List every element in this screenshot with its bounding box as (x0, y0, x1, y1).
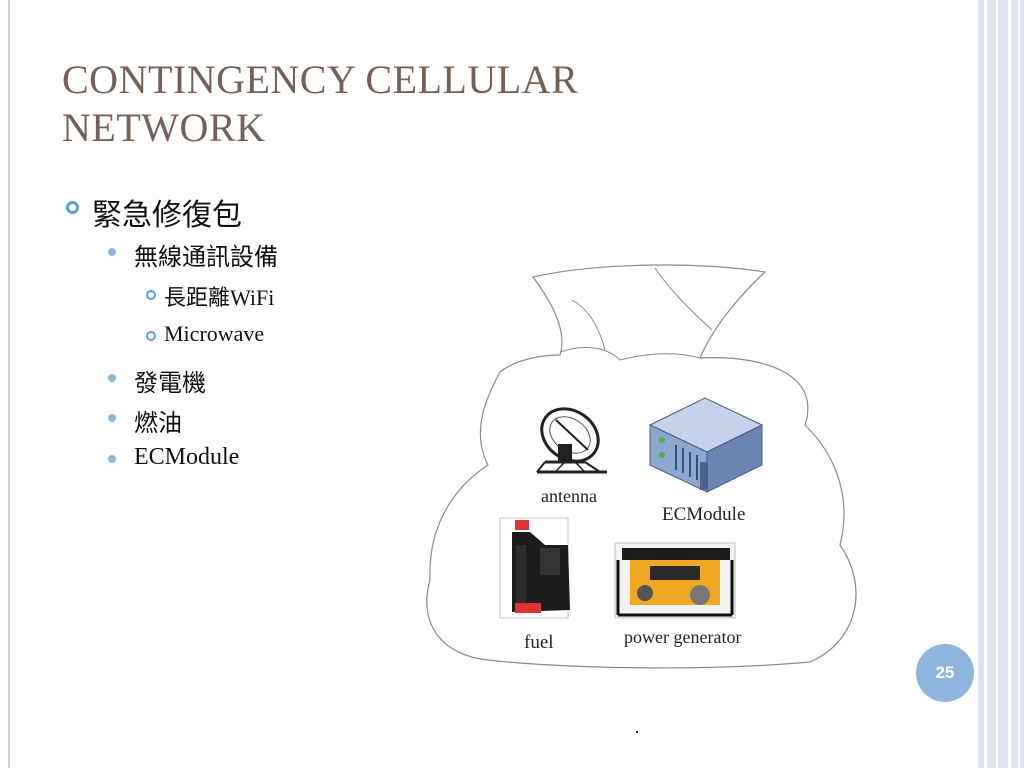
generator-icon (614, 542, 736, 619)
bullet-text: 無線通訊設備 (134, 245, 278, 271)
page-number: 25 (935, 663, 955, 682)
bullet-text: 緊急修復包 (92, 199, 242, 232)
satellite-dish-icon (536, 407, 607, 474)
generator-label: power generator (624, 627, 741, 647)
bullet-text: 燃油 (134, 411, 182, 437)
bag-fold (619, 353, 701, 361)
stray-dot (636, 731, 638, 733)
bullet-level2: 燃油 (134, 403, 182, 438)
fuel-jug-icon (499, 517, 570, 619)
server-rack-icon (648, 397, 764, 493)
ecmodule-label: ECModule (662, 504, 745, 525)
antenna-label: antenna (541, 486, 597, 506)
bullet-level1: 緊急修復包 (92, 190, 242, 234)
bullet-dot-icon (108, 374, 116, 382)
page-number-badge: 25 (916, 644, 974, 702)
bullet-text: ECModule (134, 444, 240, 470)
bullet-ring-icon (66, 201, 79, 214)
bullet-level2: ECModule (134, 444, 239, 471)
bullet-level3: 長距離WiFi (164, 280, 274, 312)
bullet-text: 長距離WiFi (164, 285, 275, 310)
slide-title: CONTINGENCY CELLULAR NETWORK (62, 56, 942, 152)
title-line-1: CONTINGENCY CELLULAR (62, 57, 579, 102)
bullet-ring-icon (146, 331, 156, 341)
bullet-text: 發電機 (134, 371, 206, 397)
bullet-level2: 發電機 (134, 363, 206, 398)
bullet-ring-icon (146, 290, 156, 300)
bullet-level3: Microwave (164, 321, 264, 347)
right-border-band (978, 0, 1024, 768)
bullet-dot-icon (108, 248, 116, 256)
title-line-2: NETWORK (62, 105, 266, 150)
bag-fold (654, 267, 713, 331)
bag-fold (571, 299, 606, 351)
left-border-rule (8, 0, 10, 768)
bullet-text: Microwave (164, 321, 265, 346)
fuel-label: fuel (524, 632, 554, 653)
bullet-level2: 無線通訊設備 (134, 237, 278, 272)
bullet-dot-icon (108, 414, 116, 422)
bag-fold (559, 347, 621, 361)
bullet-dot-icon (108, 455, 116, 463)
